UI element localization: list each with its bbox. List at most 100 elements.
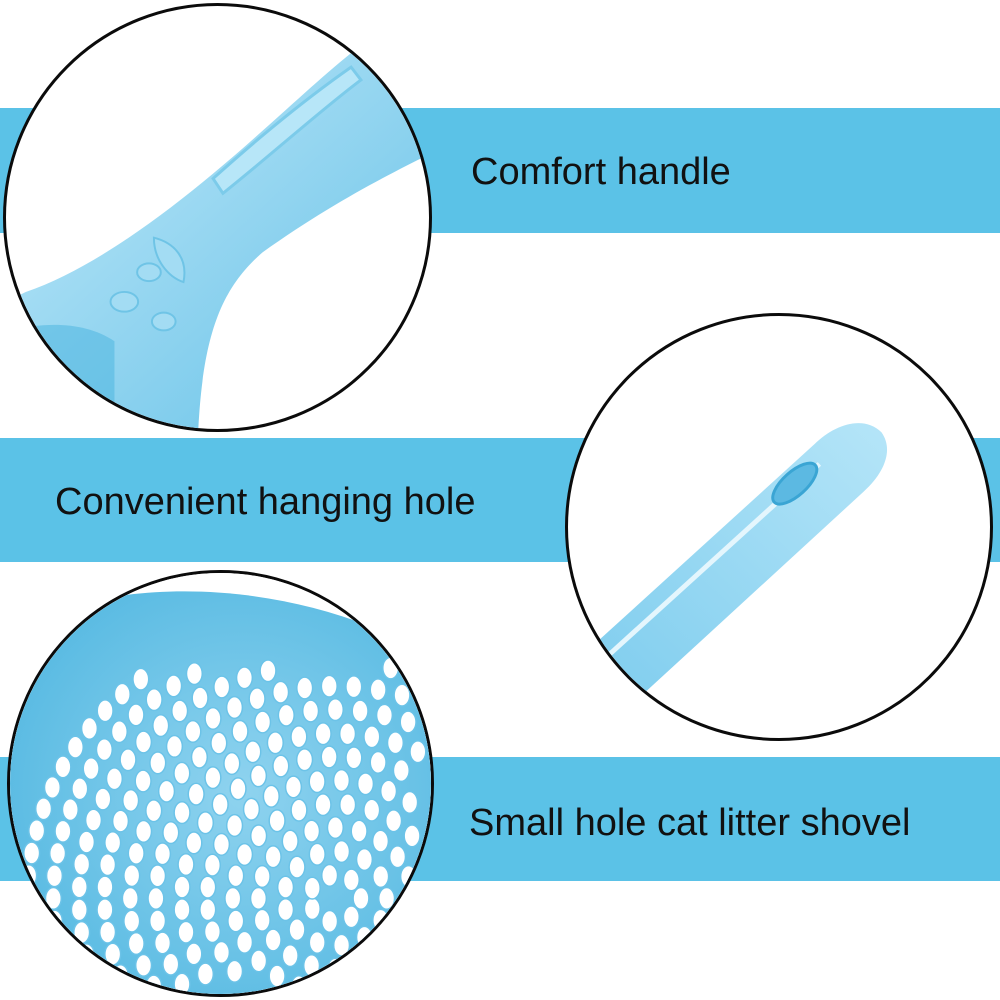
- sieve-hole: [259, 659, 277, 683]
- sieve-hole: [308, 842, 326, 866]
- sieve-hole: [98, 853, 117, 877]
- sieve-hole: [132, 667, 150, 691]
- sieve-hole: [277, 703, 295, 727]
- sieve-hole: [401, 790, 419, 814]
- sieve-hole: [249, 764, 268, 788]
- sieve-hole: [190, 745, 209, 769]
- sieve-hole: [84, 965, 103, 989]
- sieve-hole: [204, 706, 222, 731]
- sieve-hole: [363, 725, 381, 749]
- sieve-hole: [272, 680, 290, 704]
- sieve-hole: [405, 662, 424, 686]
- sieve-hole: [145, 974, 163, 994]
- sieve-hole: [399, 908, 418, 932]
- sieve-hole: [210, 731, 228, 755]
- sieve-hole: [403, 949, 421, 973]
- sieve-hole: [326, 815, 344, 840]
- sieve-hole: [308, 770, 326, 794]
- sieve-hole: [301, 699, 320, 723]
- sieve-hole: [262, 784, 280, 808]
- sieve-hole: [123, 909, 141, 933]
- sieve-hole: [177, 920, 195, 944]
- sieve-hole: [371, 829, 390, 853]
- sieve-hole: [123, 864, 141, 888]
- sieve-hole: [191, 686, 209, 710]
- sieve-hole: [372, 864, 390, 889]
- sieve-hole: [290, 725, 308, 749]
- sieve-hole: [23, 932, 41, 956]
- sieve-hole: [165, 674, 183, 698]
- sieve-hole: [54, 819, 72, 843]
- sieve-hole: [153, 931, 172, 955]
- sieve-hole: [173, 875, 191, 899]
- sieve-hole: [224, 886, 242, 910]
- sieve-hole: [173, 761, 191, 785]
- sieve-hole: [288, 855, 306, 879]
- sieve-hole: [111, 809, 130, 833]
- sieve-hole: [225, 813, 244, 838]
- sieve-hole: [121, 886, 139, 910]
- sieve-hole: [371, 944, 390, 968]
- sieve-hole: [213, 675, 231, 699]
- sieve-hole: [104, 942, 122, 966]
- sieve-hole: [96, 898, 114, 922]
- sieve-hole: [157, 779, 176, 803]
- sieve-hole: [162, 952, 180, 976]
- sieve-hole: [185, 831, 203, 855]
- sieve-hole: [196, 811, 215, 835]
- sieve-hole: [363, 975, 381, 994]
- sieve-hole: [187, 782, 205, 806]
- sieve-hole: [82, 757, 100, 781]
- hanging-hole-closeup-image: [565, 313, 993, 741]
- sieve-hole: [145, 688, 163, 712]
- sieve-hole: [177, 852, 195, 877]
- sieve-hole: [321, 863, 339, 887]
- sieve-hole: [111, 964, 130, 988]
- sieve-hole: [227, 864, 245, 888]
- sieve-hole: [203, 920, 222, 944]
- sieve-hole: [43, 775, 62, 800]
- sieve-hole: [104, 830, 122, 855]
- sieve-hole: [212, 832, 231, 856]
- sieve-hole: [295, 748, 314, 772]
- sieve-hole: [203, 853, 222, 877]
- sieve-hole: [321, 909, 339, 933]
- sieve-hole: [235, 666, 254, 690]
- sieve-hole: [342, 868, 360, 892]
- sieve-hole: [148, 909, 167, 933]
- sieve-hole: [171, 699, 189, 723]
- sieve-hole: [211, 792, 229, 817]
- sieve-hole: [122, 788, 140, 813]
- sieve-hole: [345, 746, 363, 770]
- sieve-hole: [94, 787, 112, 811]
- sieve-hole: [134, 953, 153, 977]
- sieve-hole: [250, 949, 268, 973]
- sieve-hole: [253, 710, 272, 734]
- sieve-hole: [73, 920, 91, 945]
- sieve-hole: [199, 898, 217, 922]
- sieve-hole: [332, 768, 351, 793]
- feature-label-small-hole-shovel: Small hole cat litter shovel: [469, 802, 911, 844]
- sieve-hole: [339, 793, 357, 817]
- sieve-hole: [288, 918, 306, 942]
- sieve-hole: [363, 798, 381, 822]
- sieve-hole: [28, 954, 46, 978]
- sieve-hole: [372, 908, 390, 932]
- sieve-hole: [77, 943, 96, 967]
- sieve-hole: [185, 662, 203, 686]
- sieve-hole: [199, 875, 217, 899]
- sieve-hole: [61, 798, 79, 822]
- sieve-hole: [23, 841, 41, 865]
- sieve-hole: [184, 719, 202, 744]
- sieve-hole: [352, 886, 370, 910]
- sieve-hole: [386, 731, 405, 755]
- sieve-hole: [392, 758, 410, 783]
- sieve-hole: [70, 875, 88, 899]
- sieve-hole: [127, 841, 145, 865]
- sieve-hole: [248, 687, 266, 711]
- feature-label-hanging-hole: Convenient hanging hole: [55, 481, 476, 523]
- sieve-hole: [272, 754, 290, 778]
- sieve-hole: [242, 797, 261, 821]
- sieve-hole: [28, 819, 46, 843]
- sieve-hole: [113, 682, 131, 706]
